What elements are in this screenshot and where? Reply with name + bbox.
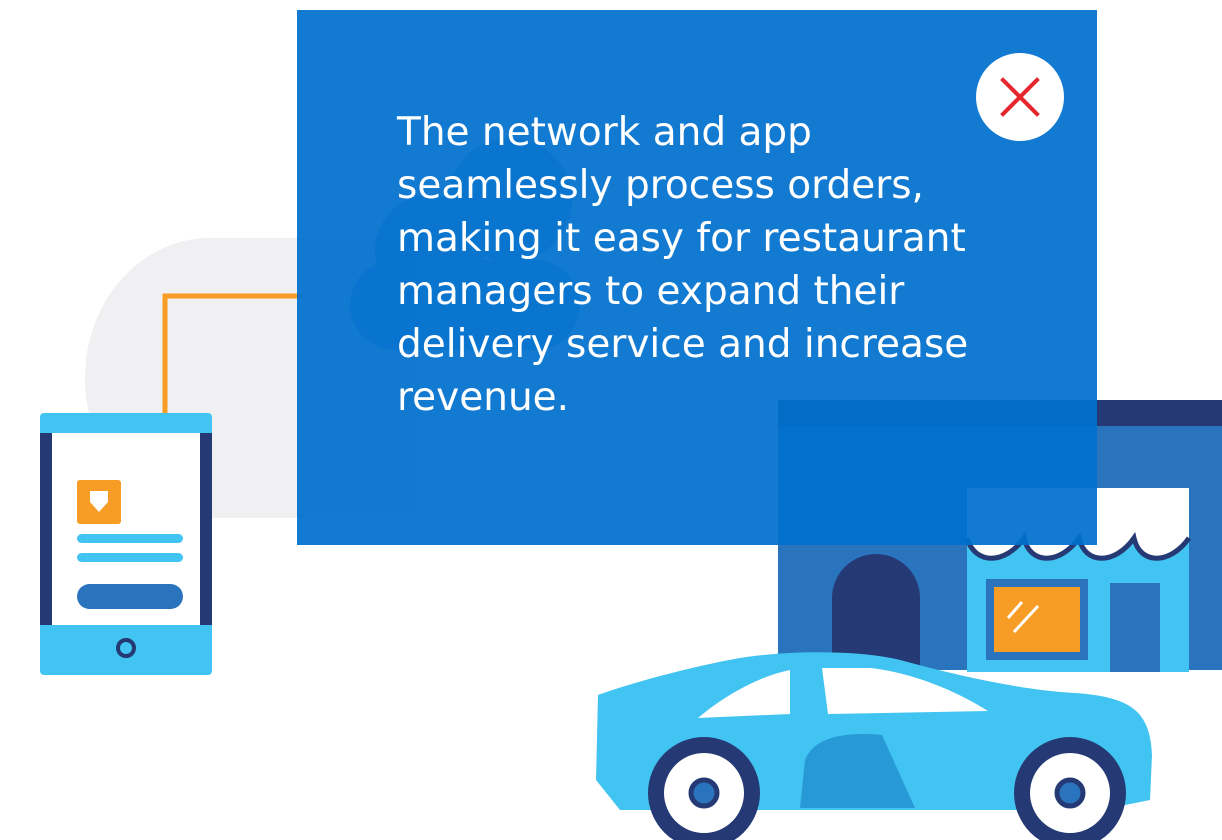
close-x-icon — [1000, 77, 1040, 117]
shield-icon — [90, 491, 108, 512]
restaurant-window — [986, 579, 1088, 660]
car-door-panel — [800, 734, 915, 808]
restaurant-door — [832, 554, 920, 670]
dialog-message: The network and app seamlessly process o… — [397, 110, 969, 420]
close-button[interactable] — [976, 53, 1064, 141]
car-rear-window — [822, 668, 988, 714]
phone-icon — [40, 413, 212, 675]
phone-connector-line — [162, 293, 300, 415]
restaurant-side-door — [1110, 583, 1160, 672]
car-front-window — [698, 670, 790, 718]
info-dialog: The network and app seamlessly process o… — [297, 10, 1097, 545]
phone-home-button — [116, 638, 136, 658]
car-icon — [596, 652, 1152, 840]
